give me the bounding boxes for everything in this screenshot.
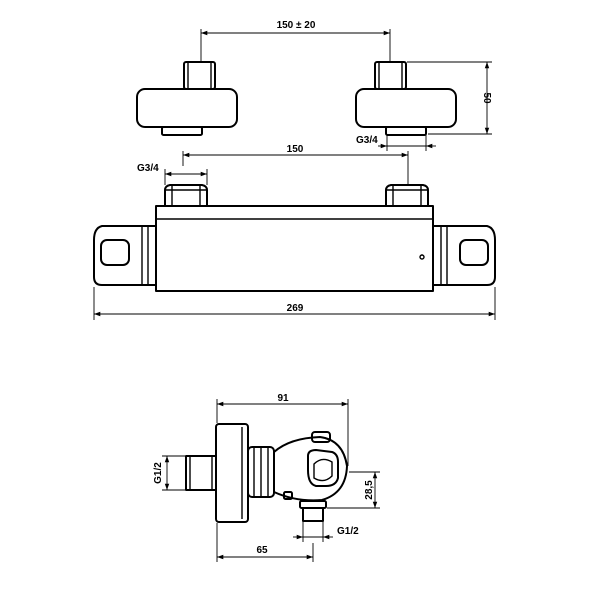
top-view: 150 ± 20 50 G3/4 — [136, 20, 492, 151]
side-inlet-pipe — [185, 455, 217, 491]
mixer-body — [155, 205, 434, 292]
dimension-side-offset: 28,5 — [327, 471, 380, 509]
dimension-top-height: 50 — [407, 61, 492, 135]
label-side-outlet-thread: G1/2 — [337, 526, 359, 537]
dimension-front-thread: G3/4 — [137, 163, 208, 185]
dimension-side-outlet-distance: 65 — [216, 523, 314, 562]
dimension-front-spacing: 150 — [182, 144, 409, 184]
label-top-thread: G3/4 — [356, 135, 378, 146]
side-wall-flange — [215, 423, 249, 523]
side-view: 91 G1/2 28,5 G1/2 — [153, 393, 380, 562]
right-hex-nut — [385, 184, 429, 206]
label-side-offset: 28,5 — [364, 480, 375, 500]
side-mixer-body — [273, 431, 348, 502]
side-coupling-nut — [247, 446, 275, 498]
dimension-side-outlet-thread: G1/2 — [293, 522, 359, 542]
left-wall-connector — [136, 61, 238, 136]
label-front-length: 269 — [287, 303, 304, 314]
right-wall-connector — [355, 61, 457, 136]
dimension-side-depth: 91 — [216, 393, 349, 466]
front-view: G3/4 150 269 — [93, 144, 496, 320]
label-side-outlet-distance: 65 — [256, 545, 268, 556]
dimension-side-inlet-thread: G1/2 — [153, 455, 185, 491]
left-hex-nut — [164, 184, 208, 206]
label-front-thread: G3/4 — [137, 163, 159, 174]
label-side-depth: 91 — [277, 393, 289, 404]
label-top-spacing: 150 ± 20 — [277, 20, 316, 31]
label-front-spacing: 150 — [287, 144, 304, 155]
dimension-front-length: 269 — [93, 287, 496, 320]
left-handle — [93, 225, 156, 286]
side-outlet — [299, 500, 327, 522]
dimension-top-thread: G3/4 — [356, 135, 436, 151]
right-handle — [433, 225, 496, 286]
dimension-top-spacing: 150 ± 20 — [200, 20, 391, 61]
label-side-inlet-thread: G1/2 — [153, 462, 164, 484]
label-top-height: 50 — [481, 92, 492, 104]
